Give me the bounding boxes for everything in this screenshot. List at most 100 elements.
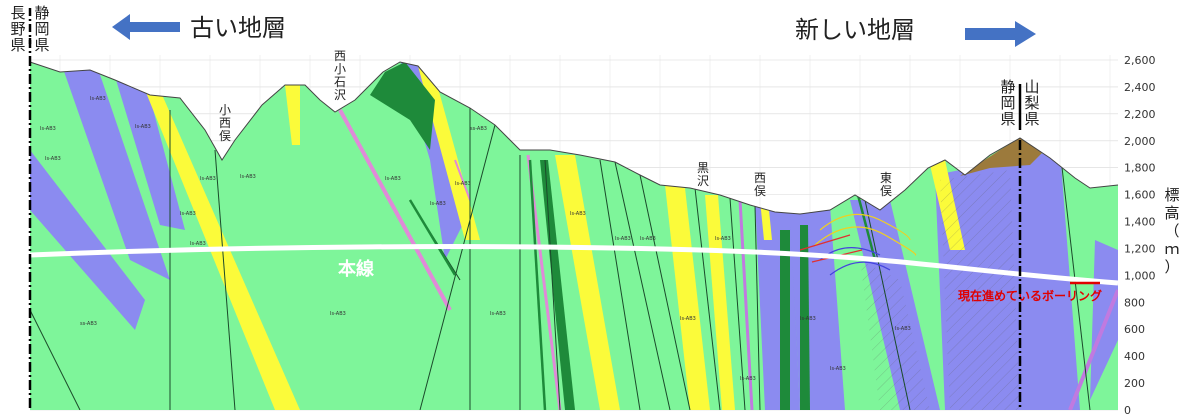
y-tick-label: 2,400 — [1124, 81, 1156, 94]
vertical-char: 岡 — [1000, 94, 1015, 112]
unit-code-label: Is-AB3 — [430, 201, 446, 207]
vertical-char: 小 — [334, 62, 346, 76]
unit-code-label: Is-AB3 — [240, 174, 256, 180]
unit-code-label: Is-AB3 — [715, 236, 731, 242]
vertical-char: 沢 — [334, 88, 346, 102]
unit-code-label: Is-AB3 — [830, 366, 846, 372]
y-tick-label: 1,400 — [1124, 216, 1156, 229]
vertical-char: 岡 — [34, 20, 49, 38]
unit-code-label: Is-AB3 — [800, 316, 816, 322]
tunnel-label: 本線 — [338, 258, 374, 280]
vertical-char: 県 — [1024, 110, 1039, 128]
axis-label-char: 標 — [1164, 186, 1179, 204]
vertical-char: 県 — [34, 36, 49, 54]
dark-green-band — [800, 225, 810, 410]
hatched-zone — [940, 170, 1020, 410]
y-tick-label: 2,200 — [1124, 108, 1156, 121]
unit-code-label: Is-AB3 — [180, 211, 196, 217]
vertical-char: 静 — [34, 4, 49, 22]
vertical-char: 東 — [880, 171, 892, 185]
new-strata-title: 新しい地層 — [795, 16, 915, 44]
vertical-char: 石 — [334, 75, 346, 89]
place-label-konishimata: 小西俣 — [219, 103, 231, 143]
dark-green-band — [780, 230, 790, 410]
y-tick-label: 0 — [1124, 404, 1131, 417]
unit-code-label: Is-AB3 — [680, 316, 696, 322]
y-tick-label: 1,800 — [1124, 162, 1156, 175]
y-tick-label: 1,200 — [1124, 242, 1156, 255]
unit-code-label: Is-AB3 — [895, 326, 911, 332]
arrow-right-icon — [965, 21, 1036, 47]
elevation-axis: 2,600 2,400 2,200 2,000 1,800 1,600 1,400 1,200… — [1124, 54, 1156, 417]
ground-surface-line — [29, 61, 1119, 215]
pink-layer — [338, 109, 452, 311]
vertical-char: 西 — [219, 116, 231, 130]
boring-label: 現在進めているボーリング — [958, 288, 1102, 303]
main-tunnel-line — [29, 244, 1119, 286]
unit-code-label: Is-AB3 — [45, 156, 61, 162]
place-label-higashimata: 東俣 — [880, 171, 892, 198]
yellow-band — [665, 185, 710, 410]
unit-code-label: Is-AB3 — [40, 126, 56, 132]
yellow-band — [555, 155, 620, 410]
unit-code-label: Is-AB3 — [330, 311, 346, 317]
blue-band — [110, 62, 185, 230]
y-tick-label: 400 — [1124, 350, 1145, 363]
unit-code-label: Is-AB3 — [740, 376, 756, 382]
unit-code-label: Is-AB3 — [615, 236, 631, 242]
unit-code-label: Is-AB3 — [455, 181, 471, 187]
y-tick-label: 200 — [1124, 377, 1145, 390]
y-tick-label: 1,600 — [1124, 189, 1156, 202]
y-tick-label: 1,000 — [1124, 269, 1156, 282]
vertical-char: 俣 — [880, 184, 892, 198]
unit-code-label: Is-AB3 — [385, 176, 401, 182]
y-tick-label: 800 — [1124, 296, 1145, 309]
axis-label-char: ） — [1164, 258, 1179, 276]
vertical-char: 野 — [10, 20, 25, 38]
vertical-char: 静 — [1000, 78, 1015, 96]
unit-code-label: ss-AB3 — [470, 126, 487, 132]
y-tick-label: 2,600 — [1124, 54, 1156, 67]
prefecture-label-yamanashi: 山梨県 — [1024, 78, 1039, 128]
vertical-char: 沢 — [697, 174, 709, 188]
prefecture-label-shizuoka-left: 静岡県 — [34, 4, 49, 54]
strata — [30, 62, 1118, 410]
vertical-char: 県 — [1000, 110, 1015, 128]
prefecture-label-nagano: 長野県 — [10, 4, 25, 54]
unit-code-label: Is-AB3 — [90, 96, 106, 102]
unit-code-label: Is-AB3 — [190, 241, 206, 247]
blue-band — [60, 62, 170, 280]
place-label-kurosawa: 黒沢 — [697, 161, 709, 188]
blue-band — [30, 150, 145, 330]
dark-green-band — [370, 62, 435, 150]
elevation-axis-label: 標高（ｍ） — [1164, 186, 1179, 276]
unit-code-label: Is-AB3 — [490, 311, 506, 317]
yellow-band — [285, 85, 300, 145]
unit-code-label: Is-AB3 — [135, 124, 151, 130]
y-tick-label: 2,000 — [1124, 135, 1156, 148]
vertical-char: 県 — [10, 36, 25, 54]
brown-cap-layer — [960, 138, 1045, 176]
axis-label-char: 高 — [1164, 204, 1179, 222]
old-strata-title: 古い地層 — [190, 14, 286, 42]
vertical-char: 西 — [334, 49, 346, 63]
purple-layer — [1068, 289, 1118, 410]
vertical-char: 俣 — [219, 129, 231, 143]
y-tick-label: 600 — [1124, 323, 1145, 336]
vertical-char: 俣 — [754, 184, 766, 198]
unit-code-label: Is-AB3 — [200, 176, 216, 182]
unit-code-label: Is-AB3 — [640, 236, 656, 242]
axis-label-char: ｍ — [1164, 240, 1179, 258]
vertical-char: 長 — [10, 4, 25, 22]
vertical-char: 山 — [1024, 78, 1039, 96]
hatched-zone — [860, 260, 930, 410]
unit-code-label: ss-AB3 — [80, 321, 97, 327]
unit-code-label: Is-AB3 — [570, 211, 586, 217]
fold-structure — [799, 213, 917, 276]
vertical-char: 小 — [219, 103, 231, 117]
arrow-left-icon — [112, 14, 180, 40]
place-label-nishimata: 西俣 — [754, 171, 766, 198]
